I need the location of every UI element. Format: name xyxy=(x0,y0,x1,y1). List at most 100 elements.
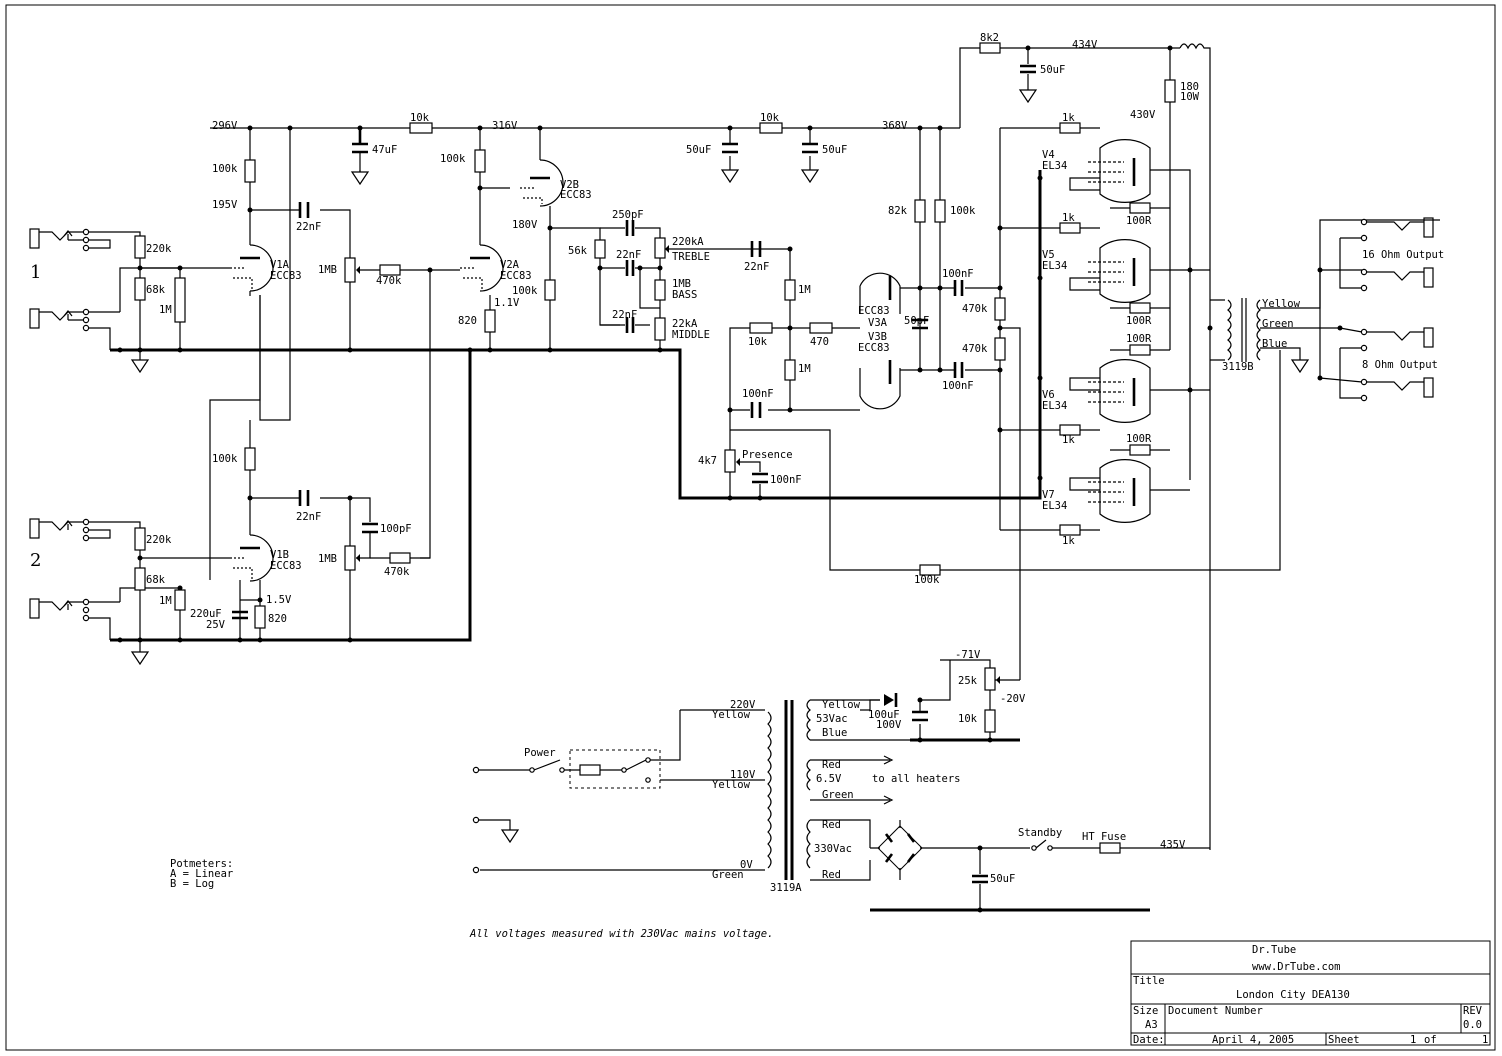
choke xyxy=(1179,43,1211,850)
decoupling-2: 10k 50uF 50uF 8k2 50uF 180 10W xyxy=(686,32,1211,850)
title-block: Dr.Tube www.DrTube.com Title London City… xyxy=(1130,940,1491,1046)
r1m-b-label: 1M xyxy=(159,595,172,607)
r470k-g1-label: 470k xyxy=(962,303,988,315)
r220k-b-label: 220k xyxy=(146,534,172,546)
company-name: Dr.Tube xyxy=(1252,944,1296,956)
power-transformer: 220V Yellow 110V Yellow 0V Green 3119A Y… xyxy=(480,699,961,894)
v4-type: EL34 xyxy=(1042,160,1067,172)
ground-symbol xyxy=(1290,358,1310,374)
c100pf-label: 100pF xyxy=(380,523,412,535)
tone-stack: 250pF 22nF 22nF 220kA TREBLE 1MB BASS 22… xyxy=(600,209,760,350)
v1a-type: ECC83 xyxy=(270,270,302,282)
c100nf-pres-label: 100nF xyxy=(770,474,802,486)
rev-label: REV xyxy=(1463,1005,1483,1017)
bias-supply: -71V 25k -20V 10k 100uF 100V xyxy=(860,649,1026,740)
v5-type: EL34 xyxy=(1042,260,1067,272)
drawing-title: London City DEA130 xyxy=(1236,989,1350,1001)
v2a-cathode-voltage: 1.1V xyxy=(494,297,520,309)
ot-yellow-label: Yellow xyxy=(1262,298,1301,310)
v2b-plate-voltage: 180V xyxy=(512,219,538,231)
pot-note-b: B = Log xyxy=(170,878,214,890)
r100r-2-label: 100R xyxy=(1126,315,1152,327)
ht-fuse-label: HT Fuse xyxy=(1082,831,1126,843)
r10k-1-label: 10k xyxy=(410,112,430,124)
sec-65-label: 6.5V xyxy=(816,773,842,785)
ground-symbol xyxy=(1018,82,1038,104)
treble-label: TREBLE xyxy=(672,251,710,263)
v7-name: V7 xyxy=(1042,489,1055,501)
c220uf-label: 220uF xyxy=(190,608,222,620)
c50uf-1-label: 50uF xyxy=(686,144,711,156)
r25k-label: 25k xyxy=(958,675,978,687)
v7-type: EL34 xyxy=(1042,500,1067,512)
v1a-stage: 100k 195V 22nF 1MB 470k xyxy=(212,128,431,559)
c100uf-label: 100uF xyxy=(868,709,900,721)
middle-label: MIDDLE xyxy=(672,329,710,341)
c22nf-2-label: 22nF xyxy=(296,511,321,523)
r82k-label: 82k xyxy=(888,205,908,217)
bias-neg-voltage: -71V xyxy=(955,649,981,661)
v2a-name: V2A xyxy=(500,259,520,271)
r4k7-label: 4k7 xyxy=(698,455,717,467)
pot-note-title: Potmeters: xyxy=(170,858,233,870)
v3b-name: V3B xyxy=(868,331,887,343)
v2a-type: ECC83 xyxy=(500,270,532,282)
r100r-4-label: 100R xyxy=(1126,433,1152,445)
r68k-b-label: 68k xyxy=(146,574,166,586)
bass-label: BASS xyxy=(672,289,697,301)
ground-bus-lower xyxy=(110,350,472,642)
c22nf-t-label: 22nF xyxy=(616,249,641,261)
r10w-label: 10W xyxy=(1180,91,1200,103)
heaters-label: to all heaters xyxy=(872,773,961,785)
rev-value: 0.0 xyxy=(1463,1019,1482,1031)
output-transformer: Yellow Green Blue 3119B xyxy=(1190,219,1440,391)
pot-treble-label: 220kA xyxy=(672,236,704,248)
r1k-3-label: 1k xyxy=(1062,434,1075,446)
v3a-name: V3A xyxy=(868,317,888,329)
tube-v5: V5 EL34 100R xyxy=(1042,238,1190,327)
decoupling-1: 10k 47uF xyxy=(352,112,433,172)
r68k-a-label: 68k xyxy=(146,284,166,296)
c50uf-3-label: 50uF xyxy=(1040,64,1065,76)
sec-330-label: 330Vac xyxy=(814,843,852,855)
pt-yellow2-label: Yellow xyxy=(712,779,751,791)
pot-bass-label: 1MB xyxy=(672,278,691,290)
ground-symbol xyxy=(350,170,370,186)
sheet-label: Sheet xyxy=(1328,1034,1360,1046)
c100v-label: 100V xyxy=(876,719,902,731)
ground-symbol xyxy=(720,164,740,184)
pt-yellow1-label: Yellow xyxy=(712,709,751,721)
c100nf-b-label: 100nF xyxy=(942,380,974,392)
standby-label: Standby xyxy=(1018,827,1062,839)
presence-control: 4k7 Presence 100nF 100k xyxy=(698,350,1281,586)
power-switch-label: Power xyxy=(524,747,556,759)
ot-blue-label: Blue xyxy=(1262,338,1287,350)
r10k-pi-label: 10k xyxy=(748,336,768,348)
v3b-type: ECC83 xyxy=(858,342,890,354)
c22nf-1-label: 22nF xyxy=(296,221,321,233)
size-label: Size xyxy=(1133,1005,1158,1017)
c22nf-pi-label: 22nF xyxy=(744,261,769,273)
pt-green-label: Green xyxy=(712,869,744,881)
r1k-4-label: 1k xyxy=(1062,535,1075,547)
pt-label: 3119A xyxy=(770,882,802,894)
r100k-v1a-label: 100k xyxy=(212,163,238,175)
c50pf-label: 50pF xyxy=(904,315,929,327)
r8k2-label: 8k2 xyxy=(980,32,999,44)
v5-name: V5 xyxy=(1042,249,1055,261)
ht-supply: Standby HT Fuse 435V 50uF xyxy=(870,820,1210,910)
of-label: of xyxy=(1424,1034,1437,1046)
output-jacks: 16 Ohm Output 8 Ohm Output xyxy=(1319,217,1444,402)
pot-note-a: A = Linear xyxy=(170,868,233,880)
r1m-pi2-label: 1M xyxy=(798,363,811,375)
size-value: A3 xyxy=(1145,1019,1158,1031)
ground-symbol xyxy=(130,640,150,666)
date-value: April 4, 2005 xyxy=(1212,1034,1294,1046)
r470-pi-label: 470 xyxy=(810,336,829,348)
v1b-stage: 100k 22nF 100pF 1MB 470k 1.5V 220uF 25V … xyxy=(190,295,430,640)
ground-symbol xyxy=(130,350,150,374)
company-website: www.DrTube.com xyxy=(1252,961,1341,973)
r10k-bias-label: 10k xyxy=(958,713,978,725)
tube-v1b: V1B ECC83 xyxy=(230,534,302,582)
tube-v6: V6 EL34 100R xyxy=(1042,333,1190,424)
